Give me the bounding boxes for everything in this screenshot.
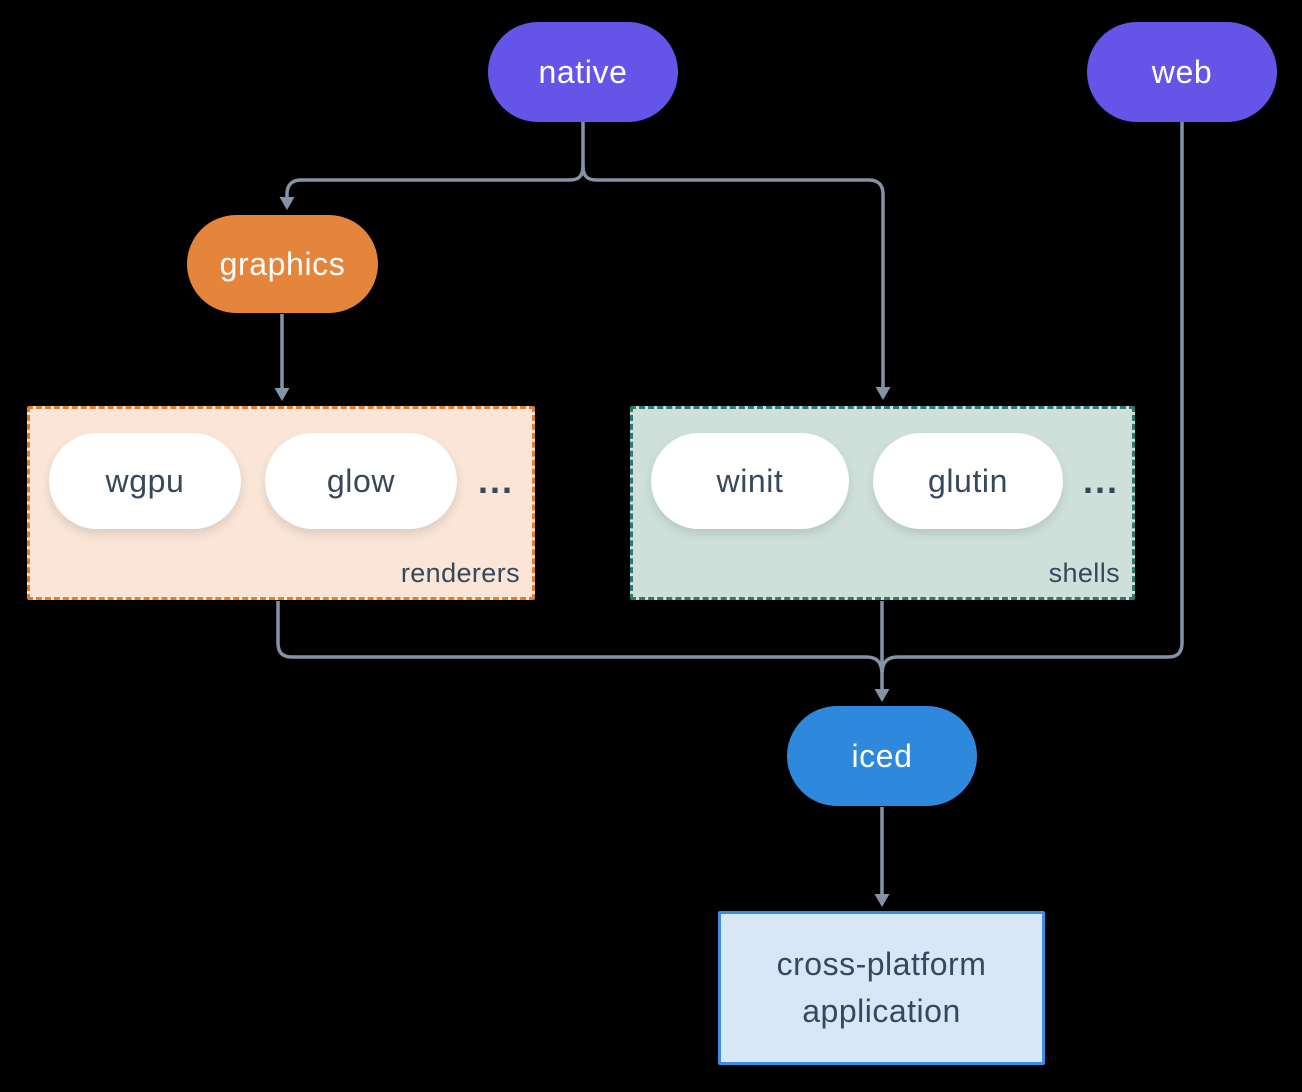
- group-renderers: wgpu glow ... renderers: [27, 406, 535, 600]
- arrowhead-into-renderers: [274, 388, 290, 401]
- group-renderers-label: renderers: [400, 558, 520, 588]
- node-web-label: web: [1151, 53, 1213, 90]
- node-glutin-label: glutin: [927, 462, 1009, 499]
- node-native-label: native: [538, 53, 628, 90]
- node-web: web: [1087, 22, 1277, 122]
- arrowhead-into-application: [874, 894, 890, 907]
- node-winit-label: winit: [716, 462, 784, 499]
- node-winit: winit: [651, 433, 849, 529]
- renderers-ellipsis: ...: [478, 460, 515, 501]
- node-wgpu: wgpu: [49, 433, 241, 529]
- edge-web-to-iced: [880, 122, 1184, 673]
- shells-ellipsis: ...: [1083, 460, 1120, 501]
- node-glow: glow: [265, 433, 457, 529]
- node-iced: iced: [787, 706, 977, 806]
- group-shells: winit glutin ... shells: [630, 406, 1135, 600]
- node-wgpu-label: wgpu: [105, 462, 185, 499]
- node-glow-label: glow: [326, 462, 396, 499]
- arrowhead-into-graphics: [279, 197, 295, 210]
- application-label-line2: application: [802, 993, 961, 1029]
- node-glutin: glutin: [873, 433, 1063, 529]
- node-graphics-label: graphics: [219, 245, 346, 282]
- node-native: native: [488, 22, 678, 122]
- node-graphics: graphics: [187, 215, 378, 313]
- application-label-line1: cross-platform: [776, 946, 987, 982]
- arrowhead-into-shells: [875, 387, 891, 400]
- arrowhead-into-iced: [874, 689, 890, 702]
- edge-renderers-to-iced: [276, 601, 884, 673]
- node-iced-label: iced: [851, 737, 913, 774]
- group-shells-label: shells: [1048, 558, 1120, 588]
- edge-native-to-shells: [581, 165, 885, 387]
- edge-native-to-graphics: [285, 165, 585, 197]
- node-cross-platform-application: cross-platform application: [718, 911, 1045, 1065]
